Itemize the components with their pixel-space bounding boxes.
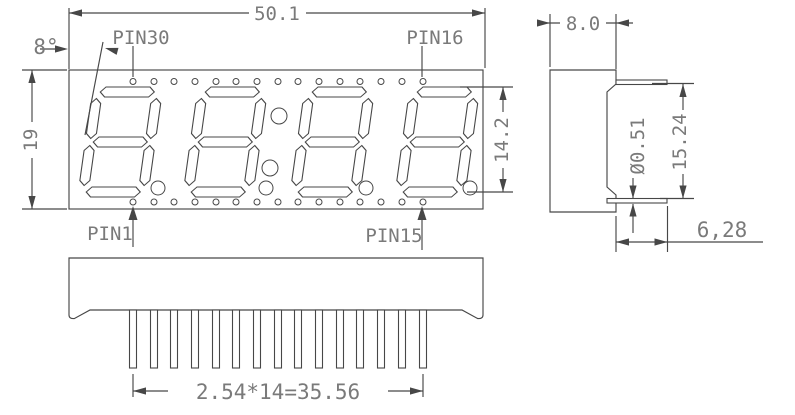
overall-width-value: 50.1 [254,3,300,25]
decimal-point-3 [358,180,374,196]
pin-diameter-value: Ø0.51 [627,117,649,174]
overall-height-value: 19 [20,129,42,152]
pin-row-spacing-value: 15.24 [669,113,691,170]
label-pin1: PIN1 [87,206,138,247]
pin30-text: PIN30 [112,27,169,49]
dimension-pin-diameter: Ø0.51 [627,117,649,233]
dimension-pin-protrusion: 6,28 [615,206,763,252]
dimension-pin-row-spacing: 15.24 [652,82,694,200]
decimal-point-1 [150,180,166,196]
pin16-text: PIN16 [406,27,463,49]
pin-protrusion-value: 6,28 [697,218,748,242]
front-view [68,69,484,210]
display-body-outline [68,69,484,210]
side-top-pin [615,79,668,86]
slant-angle-value: 8° [33,35,58,59]
label-pin30: PIN30 [112,27,170,77]
bottom-pin-holes [129,198,427,206]
digit-2 [181,86,269,198]
dimension-body-depth: 8.0 [537,13,633,69]
pin-pitch-value: 2.54*14=35.56 [196,380,360,404]
digit-1 [76,86,164,198]
decimal-point-4 [462,180,478,196]
side-bottom-pin [606,197,668,204]
bottom-body-outline [68,257,484,320]
digit-3 [288,86,376,198]
body-depth-value: 8.0 [566,13,600,35]
label-pin16: PIN16 [406,27,464,77]
dimension-pin-pitch: 2.54*14=35.56 [132,374,424,404]
pin1-text: PIN1 [87,223,133,245]
digit-4 [393,86,481,198]
slant-reference-line [84,41,104,136]
bottom-view-pins [128,309,428,369]
label-pin15: PIN15 [365,206,427,250]
side-body-outline [549,69,617,213]
top-pin-holes [129,78,427,85]
decimal-point-2 [258,180,274,196]
colon-lower-dot [261,159,279,177]
side-view [549,69,668,213]
digit-height-value: 14.2 [491,117,513,163]
bottom-view [68,257,484,369]
dimension-slant-angle: 8° [33,35,119,136]
colon-upper-dot [270,107,288,125]
pin15-text: PIN15 [365,225,422,247]
dimension-overall-height: 19 [20,69,67,210]
dimension-overall-width: 50.1 [68,3,486,69]
dimension-digit-height: 14.2 [460,86,513,193]
